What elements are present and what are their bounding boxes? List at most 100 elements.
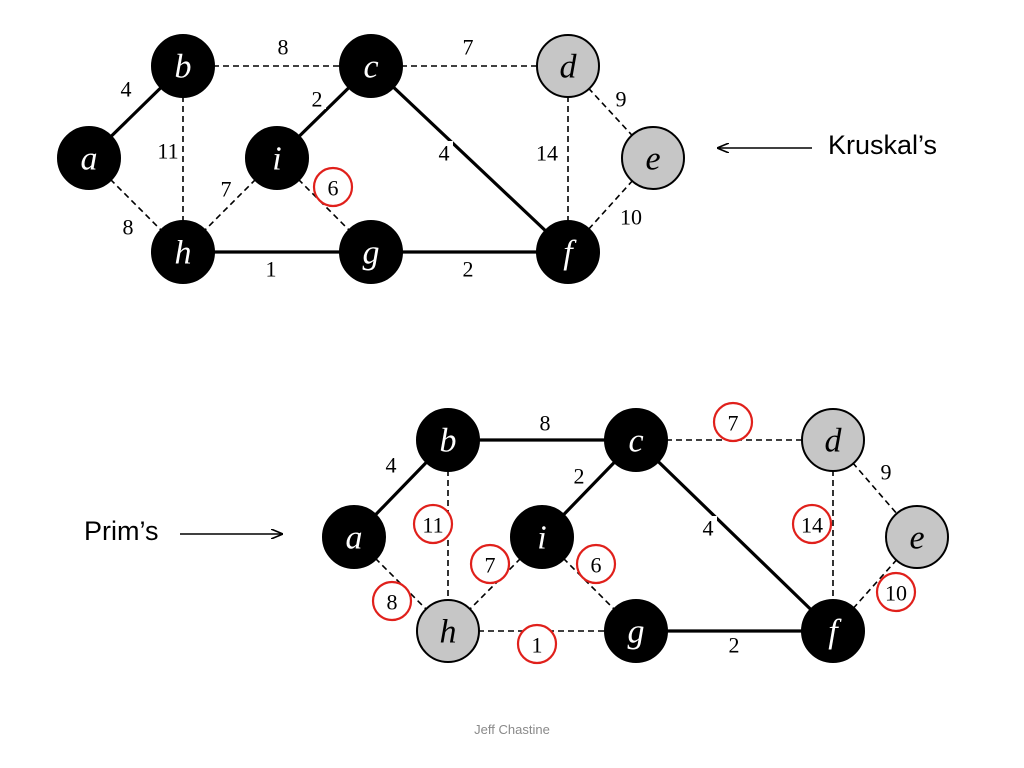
node-label: i (272, 141, 281, 178)
prim-caption: Prim’s (84, 516, 159, 546)
weight-backdrop (382, 453, 400, 475)
weight-backdrop (262, 257, 280, 279)
edge-weight-b-h: 11 (154, 139, 182, 164)
weight-backdrop (308, 87, 326, 109)
node-label: d (825, 423, 843, 460)
edge-weight-label: 6 (328, 176, 339, 201)
edge-weight-label: 8 (123, 215, 134, 240)
weight-backdrop (725, 633, 743, 655)
edge-weight-label: 8 (387, 590, 398, 615)
edge-weight-c-d: 7 (712, 401, 754, 443)
weight-backdrop (533, 141, 561, 163)
node-circle (151, 220, 215, 284)
weight-backdrop (119, 215, 137, 237)
edge-weight-i-g: 6 (312, 166, 354, 208)
highlight-circle (412, 503, 454, 545)
edge-weight-c-i: 2 (570, 464, 588, 489)
highlight-circle (312, 166, 354, 208)
edge-weight-label: 4 (703, 516, 714, 541)
kruskal-edge-weights: 4 8 7 9 11 2 4 14 8 7 6 10 1 2 (117, 35, 645, 282)
node-e: e (621, 126, 685, 190)
weight-backdrop (699, 516, 717, 538)
edge-weight-label: 4 (439, 141, 450, 166)
node-circle (536, 34, 600, 98)
edge-weight-e-f: 10 (617, 205, 645, 230)
edge-weight-c-f: 4 (699, 516, 717, 541)
edge-weight-i-g: 6 (575, 543, 617, 585)
edge-weight-label: 4 (121, 77, 132, 102)
edge-weight-b-c: 8 (274, 35, 292, 60)
edge-weight-a-b: 4 (117, 77, 135, 102)
edge-weight-label: 11 (157, 139, 178, 164)
node-circle (536, 220, 600, 284)
node-circle (604, 599, 668, 663)
node-d: d (801, 408, 865, 472)
highlight-circle (575, 543, 617, 585)
node-label: h (440, 614, 457, 651)
node-circle (885, 505, 949, 569)
node-label: d (560, 49, 578, 86)
edge-weight-g-f: 2 (725, 633, 743, 658)
edge-weight-h-g: 1 (262, 257, 280, 282)
edge-weight-a-b: 4 (382, 453, 400, 478)
node-label: i (537, 520, 546, 557)
highlight-circle (875, 571, 917, 613)
edge-weight-g-f: 2 (459, 257, 477, 282)
edge-weight-d-f: 14 (791, 503, 833, 545)
edge-weight-label: 14 (536, 141, 558, 166)
edge-weight-label: 4 (386, 453, 397, 478)
edge-c-f (634, 438, 835, 633)
weight-backdrop (217, 177, 235, 199)
node-circle (339, 34, 403, 98)
edge-weight-c-d: 7 (459, 35, 477, 60)
node-circle (245, 126, 309, 190)
highlight-circle (791, 503, 833, 545)
footer-author: Jeff Chastine (474, 722, 550, 737)
weight-backdrop (459, 35, 477, 57)
edge-c-f (369, 64, 570, 254)
edge-weight-label: 7 (485, 553, 496, 578)
node-circle (416, 408, 480, 472)
edge-weight-d-f: 14 (533, 141, 561, 166)
edge-weight-label: 10 (885, 581, 907, 606)
edge-weight-c-i: 2 (308, 87, 326, 112)
node-g: g (339, 220, 403, 284)
edge-weight-label: 9 (616, 87, 627, 112)
weight-backdrop (877, 460, 895, 482)
weight-backdrop (617, 205, 645, 227)
edge-weight-label: 1 (532, 633, 543, 658)
node-a: a (57, 126, 121, 190)
node-label: e (645, 141, 660, 178)
node-i: i (245, 126, 309, 190)
weight-backdrop (459, 257, 477, 279)
node-circle (57, 126, 121, 190)
edge-weight-label: 14 (801, 513, 823, 538)
edge-weight-label: 2 (574, 464, 585, 489)
edge-weight-label: 2 (463, 257, 474, 282)
node-circle (801, 599, 865, 663)
edge-weight-c-f: 4 (435, 141, 453, 166)
weight-backdrop (274, 35, 292, 57)
node-circle (339, 220, 403, 284)
node-e: e (885, 505, 949, 569)
weight-backdrop (154, 139, 182, 161)
edge-weight-label: 7 (463, 35, 474, 60)
edge-weight-label: 9 (881, 460, 892, 485)
edge-weight-label: 11 (422, 513, 443, 538)
node-label: a (81, 141, 98, 178)
edge-weight-i-h: 7 (217, 177, 235, 202)
edge-weight-label: 1 (266, 257, 277, 282)
node-f: f (801, 599, 865, 663)
weight-backdrop (117, 77, 135, 99)
node-circle (801, 408, 865, 472)
node-label: e (909, 520, 924, 557)
weight-backdrop (570, 464, 588, 486)
node-b: b (416, 408, 480, 472)
edge-weight-label: 10 (620, 205, 642, 230)
node-d: d (536, 34, 600, 98)
